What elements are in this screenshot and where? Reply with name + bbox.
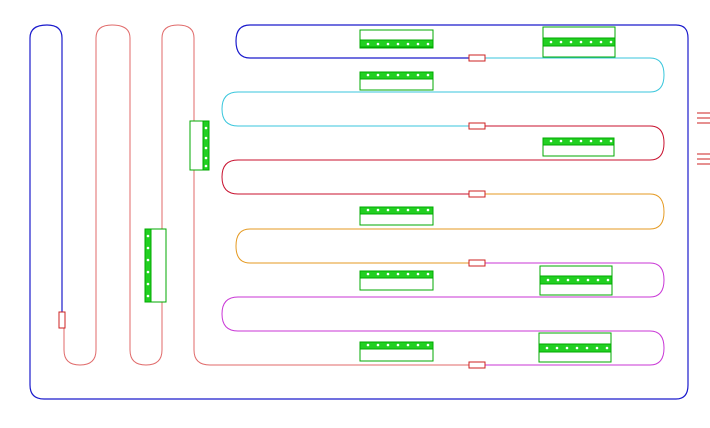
block [359,341,434,362]
connectors [58,54,486,369]
connector [58,311,66,329]
connector [468,122,486,130]
block [542,26,616,58]
connector [468,190,486,198]
block [359,71,434,91]
loop-magenta [221,262,665,366]
connector [468,54,486,62]
block-dots [146,40,613,350]
equipment-blocks [144,26,616,363]
block [539,265,613,296]
loop-orange [235,193,665,264]
outer-loop-blue [29,24,689,400]
block [538,332,612,363]
block [144,228,167,303]
connector [468,259,486,267]
loop-red [221,125,665,195]
block [359,206,434,226]
block [189,120,210,171]
block [542,137,615,157]
block [359,270,434,291]
serpentine-left-pipe [63,24,470,366]
block [359,29,434,49]
connector [468,361,486,369]
terminal-markers [697,112,710,165]
loop-cyan [221,57,665,127]
